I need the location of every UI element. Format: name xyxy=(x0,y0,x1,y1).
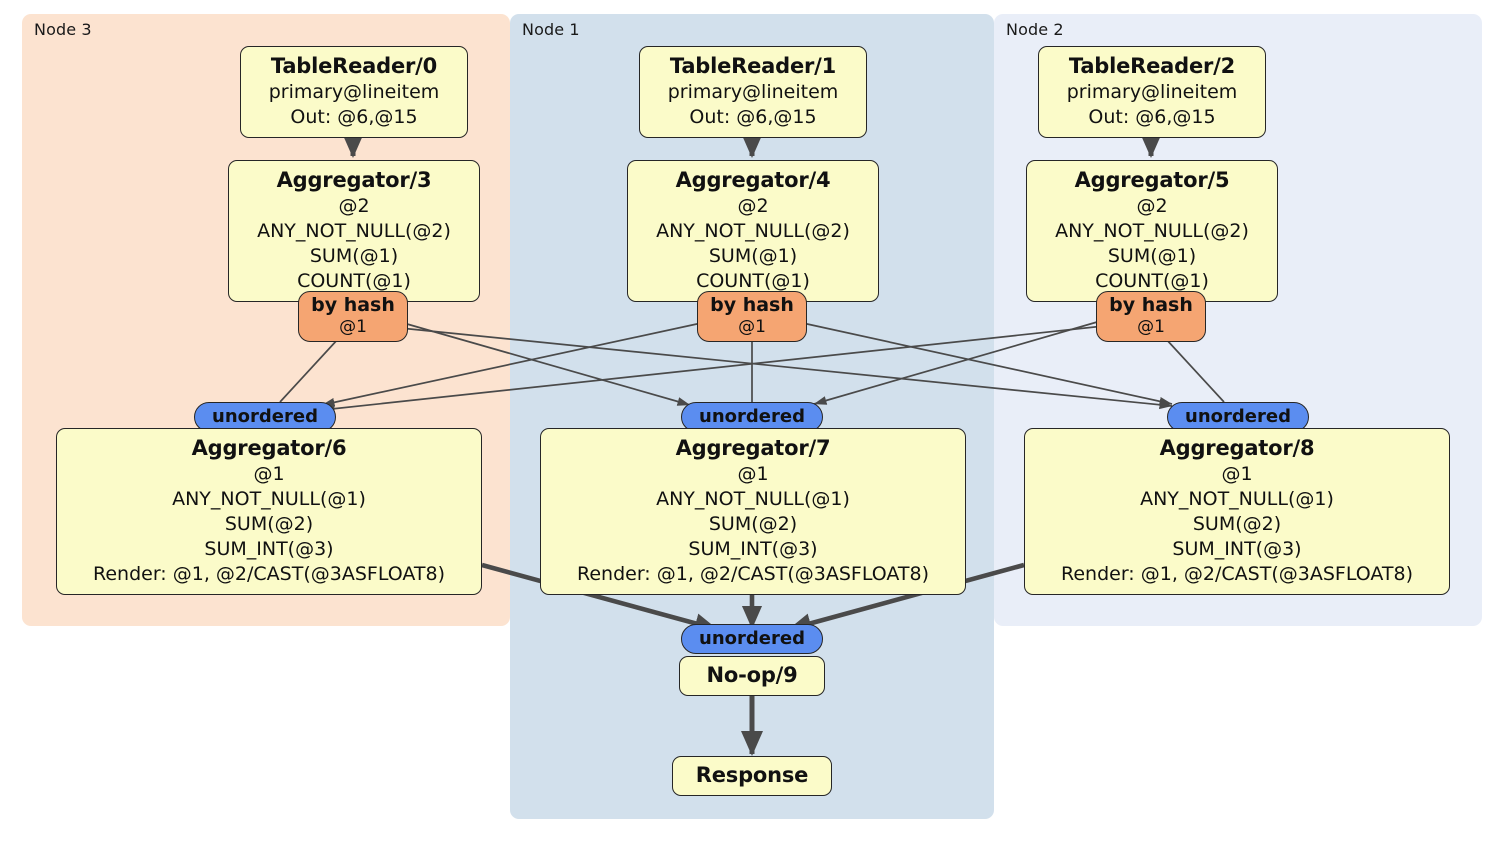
node-line: ANY_NOT_NULL(@2) xyxy=(257,220,451,242)
node-title: Aggregator/4 xyxy=(675,168,831,192)
node-line: @1 xyxy=(1221,463,1253,485)
node-title: Aggregator/5 xyxy=(1074,168,1230,192)
node-aggregator-6[interactable]: Aggregator/6 @1 ANY_NOT_NULL(@1) SUM(@2)… xyxy=(56,428,482,595)
node-line: ANY_NOT_NULL(@2) xyxy=(656,220,850,242)
node-line: SUM_INT(@3) xyxy=(1172,538,1302,560)
by-hash-title: by hash xyxy=(311,294,395,316)
node-render-line: Render: @1, @2/CAST(@3ASFLOAT8) xyxy=(577,563,929,585)
node-line: @1 xyxy=(253,463,285,485)
node-line: COUNT(@1) xyxy=(696,270,810,292)
node-line: ANY_NOT_NULL(@1) xyxy=(1140,488,1334,510)
node-tablereader-1[interactable]: TableReader/1 primary@lineitem Out: @6,@… xyxy=(639,46,867,138)
by-hash-title: by hash xyxy=(710,294,794,316)
node-tablereader-2[interactable]: TableReader/2 primary@lineitem Out: @6,@… xyxy=(1038,46,1266,138)
node-line: Out: @6,@15 xyxy=(689,106,817,128)
node-line: Out: @6,@15 xyxy=(1088,106,1216,128)
node-line: COUNT(@1) xyxy=(1095,270,1209,292)
node-aggregator-8[interactable]: Aggregator/8 @1 ANY_NOT_NULL(@1) SUM(@2)… xyxy=(1024,428,1450,595)
node-title: No-op/9 xyxy=(706,663,798,687)
node-line: @2 xyxy=(1136,195,1168,217)
panel-node3-label: Node 3 xyxy=(34,20,92,39)
node-title: Aggregator/8 xyxy=(1159,436,1315,460)
by-hash-column: @1 xyxy=(339,317,367,337)
node-aggregator-5[interactable]: Aggregator/5 @2 ANY_NOT_NULL(@2) SUM(@1)… xyxy=(1026,160,1278,302)
node-response[interactable]: Response xyxy=(672,756,832,796)
node-line: primary@lineitem xyxy=(667,81,839,103)
node-line: primary@lineitem xyxy=(1066,81,1238,103)
node-line: Out: @6,@15 xyxy=(290,106,418,128)
node-line: ANY_NOT_NULL(@1) xyxy=(172,488,366,510)
node-line: ANY_NOT_NULL(@1) xyxy=(656,488,850,510)
node-title: TableReader/2 xyxy=(1068,54,1236,78)
node-tablereader-0[interactable]: TableReader/0 primary@lineitem Out: @6,@… xyxy=(240,46,468,138)
node-line: SUM_INT(@3) xyxy=(688,538,818,560)
node-title: Aggregator/3 xyxy=(276,168,432,192)
node-by-hash-mid[interactable]: by hash @1 xyxy=(697,291,807,342)
by-hash-title: by hash xyxy=(1109,294,1193,316)
node-aggregator-4[interactable]: Aggregator/4 @2 ANY_NOT_NULL(@2) SUM(@1)… xyxy=(627,160,879,302)
node-line: SUM(@1) xyxy=(708,245,798,267)
node-title: Aggregator/6 xyxy=(191,436,347,460)
node-line: SUM(@2) xyxy=(708,513,798,535)
node-line: ANY_NOT_NULL(@2) xyxy=(1055,220,1249,242)
node-title: Response xyxy=(695,763,809,787)
node-unordered-final[interactable]: unordered xyxy=(681,624,823,654)
by-hash-column: @1 xyxy=(738,317,766,337)
node-line: @1 xyxy=(737,463,769,485)
node-line: @2 xyxy=(338,195,370,217)
node-title: TableReader/1 xyxy=(669,54,837,78)
node-line: SUM_INT(@3) xyxy=(204,538,334,560)
panel-node2-label: Node 2 xyxy=(1006,20,1064,39)
node-by-hash-left[interactable]: by hash @1 xyxy=(298,291,408,342)
node-by-hash-right[interactable]: by hash @1 xyxy=(1096,291,1206,342)
node-aggregator-7[interactable]: Aggregator/7 @1 ANY_NOT_NULL(@1) SUM(@2)… xyxy=(540,428,966,595)
node-line: SUM(@2) xyxy=(224,513,314,535)
node-line: primary@lineitem xyxy=(268,81,440,103)
node-noop-9[interactable]: No-op/9 xyxy=(679,656,825,696)
node-line: SUM(@1) xyxy=(1107,245,1197,267)
node-line: COUNT(@1) xyxy=(297,270,411,292)
node-line: SUM(@2) xyxy=(1192,513,1282,535)
node-title: Aggregator/7 xyxy=(675,436,831,460)
node-render-line: Render: @1, @2/CAST(@3ASFLOAT8) xyxy=(1061,563,1413,585)
node-line: SUM(@1) xyxy=(309,245,399,267)
node-render-line: Render: @1, @2/CAST(@3ASFLOAT8) xyxy=(93,563,445,585)
node-line: @2 xyxy=(737,195,769,217)
by-hash-column: @1 xyxy=(1137,317,1165,337)
node-aggregator-3[interactable]: Aggregator/3 @2 ANY_NOT_NULL(@2) SUM(@1)… xyxy=(228,160,480,302)
panel-node1-label: Node 1 xyxy=(522,20,580,39)
node-title: TableReader/0 xyxy=(270,54,438,78)
node-unordered-right[interactable]: unordered xyxy=(1167,402,1309,432)
